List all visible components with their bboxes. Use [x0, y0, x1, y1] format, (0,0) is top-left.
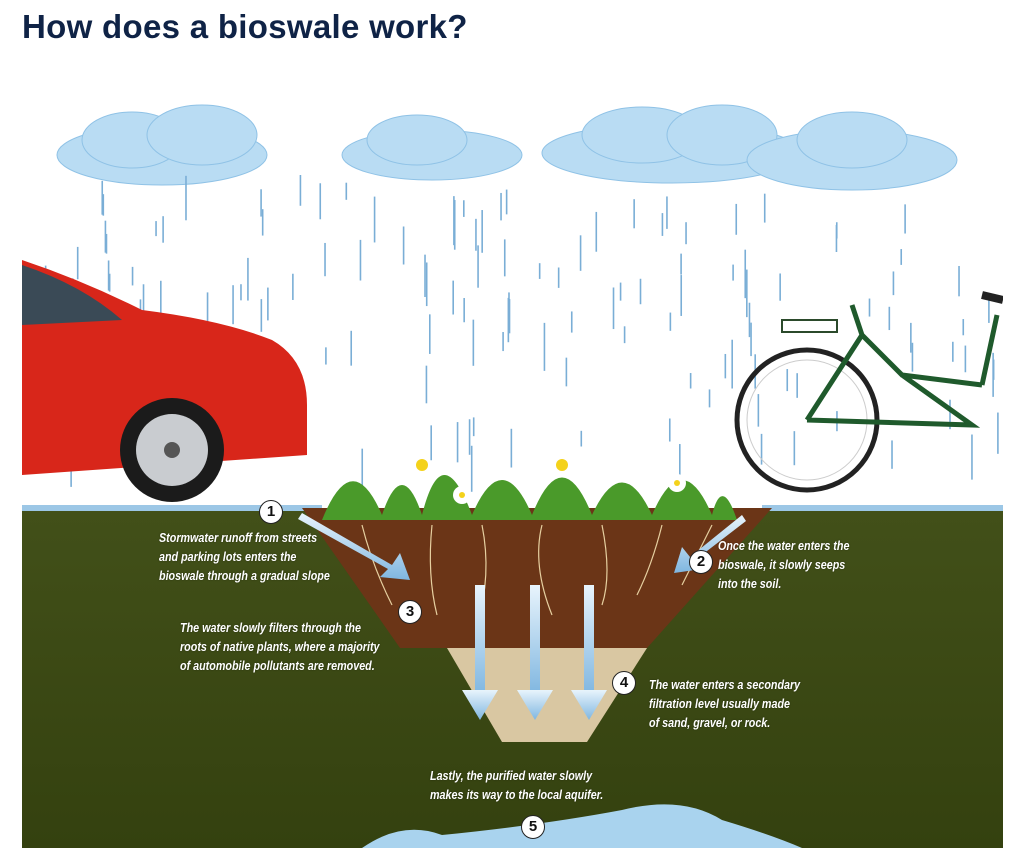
water-flow-arrows: [298, 513, 746, 720]
caption-line: of automobile pollutants are removed.: [180, 659, 375, 673]
step-2-caption: Once the water enters the bioswale, it s…: [718, 537, 849, 594]
caption-line: Stormwater runoff from streets: [159, 531, 318, 545]
car-illustration: [22, 260, 307, 502]
bicycle-illustration: [734, 291, 1004, 493]
caption-line: of sand, gravel, or rock.: [649, 716, 771, 730]
page-title: How does a bioswale work?: [22, 8, 468, 45]
step-4-marker: 4: [612, 671, 636, 695]
caption-line: Lastly, the purified water slowly: [430, 769, 593, 783]
step-1-marker: 1: [259, 500, 283, 524]
diagram-illustration: [21, 95, 1004, 848]
step-2-marker: 2: [689, 550, 713, 574]
step-3-marker: 3: [398, 600, 422, 624]
caption-line: The water slowly filters through the: [180, 621, 361, 635]
step-5-caption: Lastly, the purified water slowly makes …: [430, 767, 603, 805]
caption-line: Once the water enters the: [718, 539, 850, 553]
step-5-marker: 5: [521, 815, 545, 839]
step-3-caption: The water slowly filters through the roo…: [180, 619, 380, 676]
caption-line: makes its way to the local aquifer.: [430, 788, 604, 802]
caption-line: roots of native plants, where a majority: [180, 640, 380, 654]
caption-line: and parking lots enters the: [159, 550, 297, 564]
cloud-icon: [56, 104, 958, 191]
bioswale-diagram: 1 Stormwater runoff from streets and par…: [21, 95, 1004, 848]
step-4-caption: The water enters a secondary filtration …: [649, 676, 800, 733]
caption-line: bioswale, it slowly seeps: [718, 558, 846, 572]
caption-line: filtration level usually made: [649, 697, 790, 711]
caption-line: into the soil.: [718, 577, 782, 591]
step-1-caption: Stormwater runoff from streets and parki…: [159, 529, 330, 586]
caption-line: The water enters a secondary: [649, 678, 801, 692]
caption-line: bioswale through a gradual slope: [159, 569, 330, 583]
